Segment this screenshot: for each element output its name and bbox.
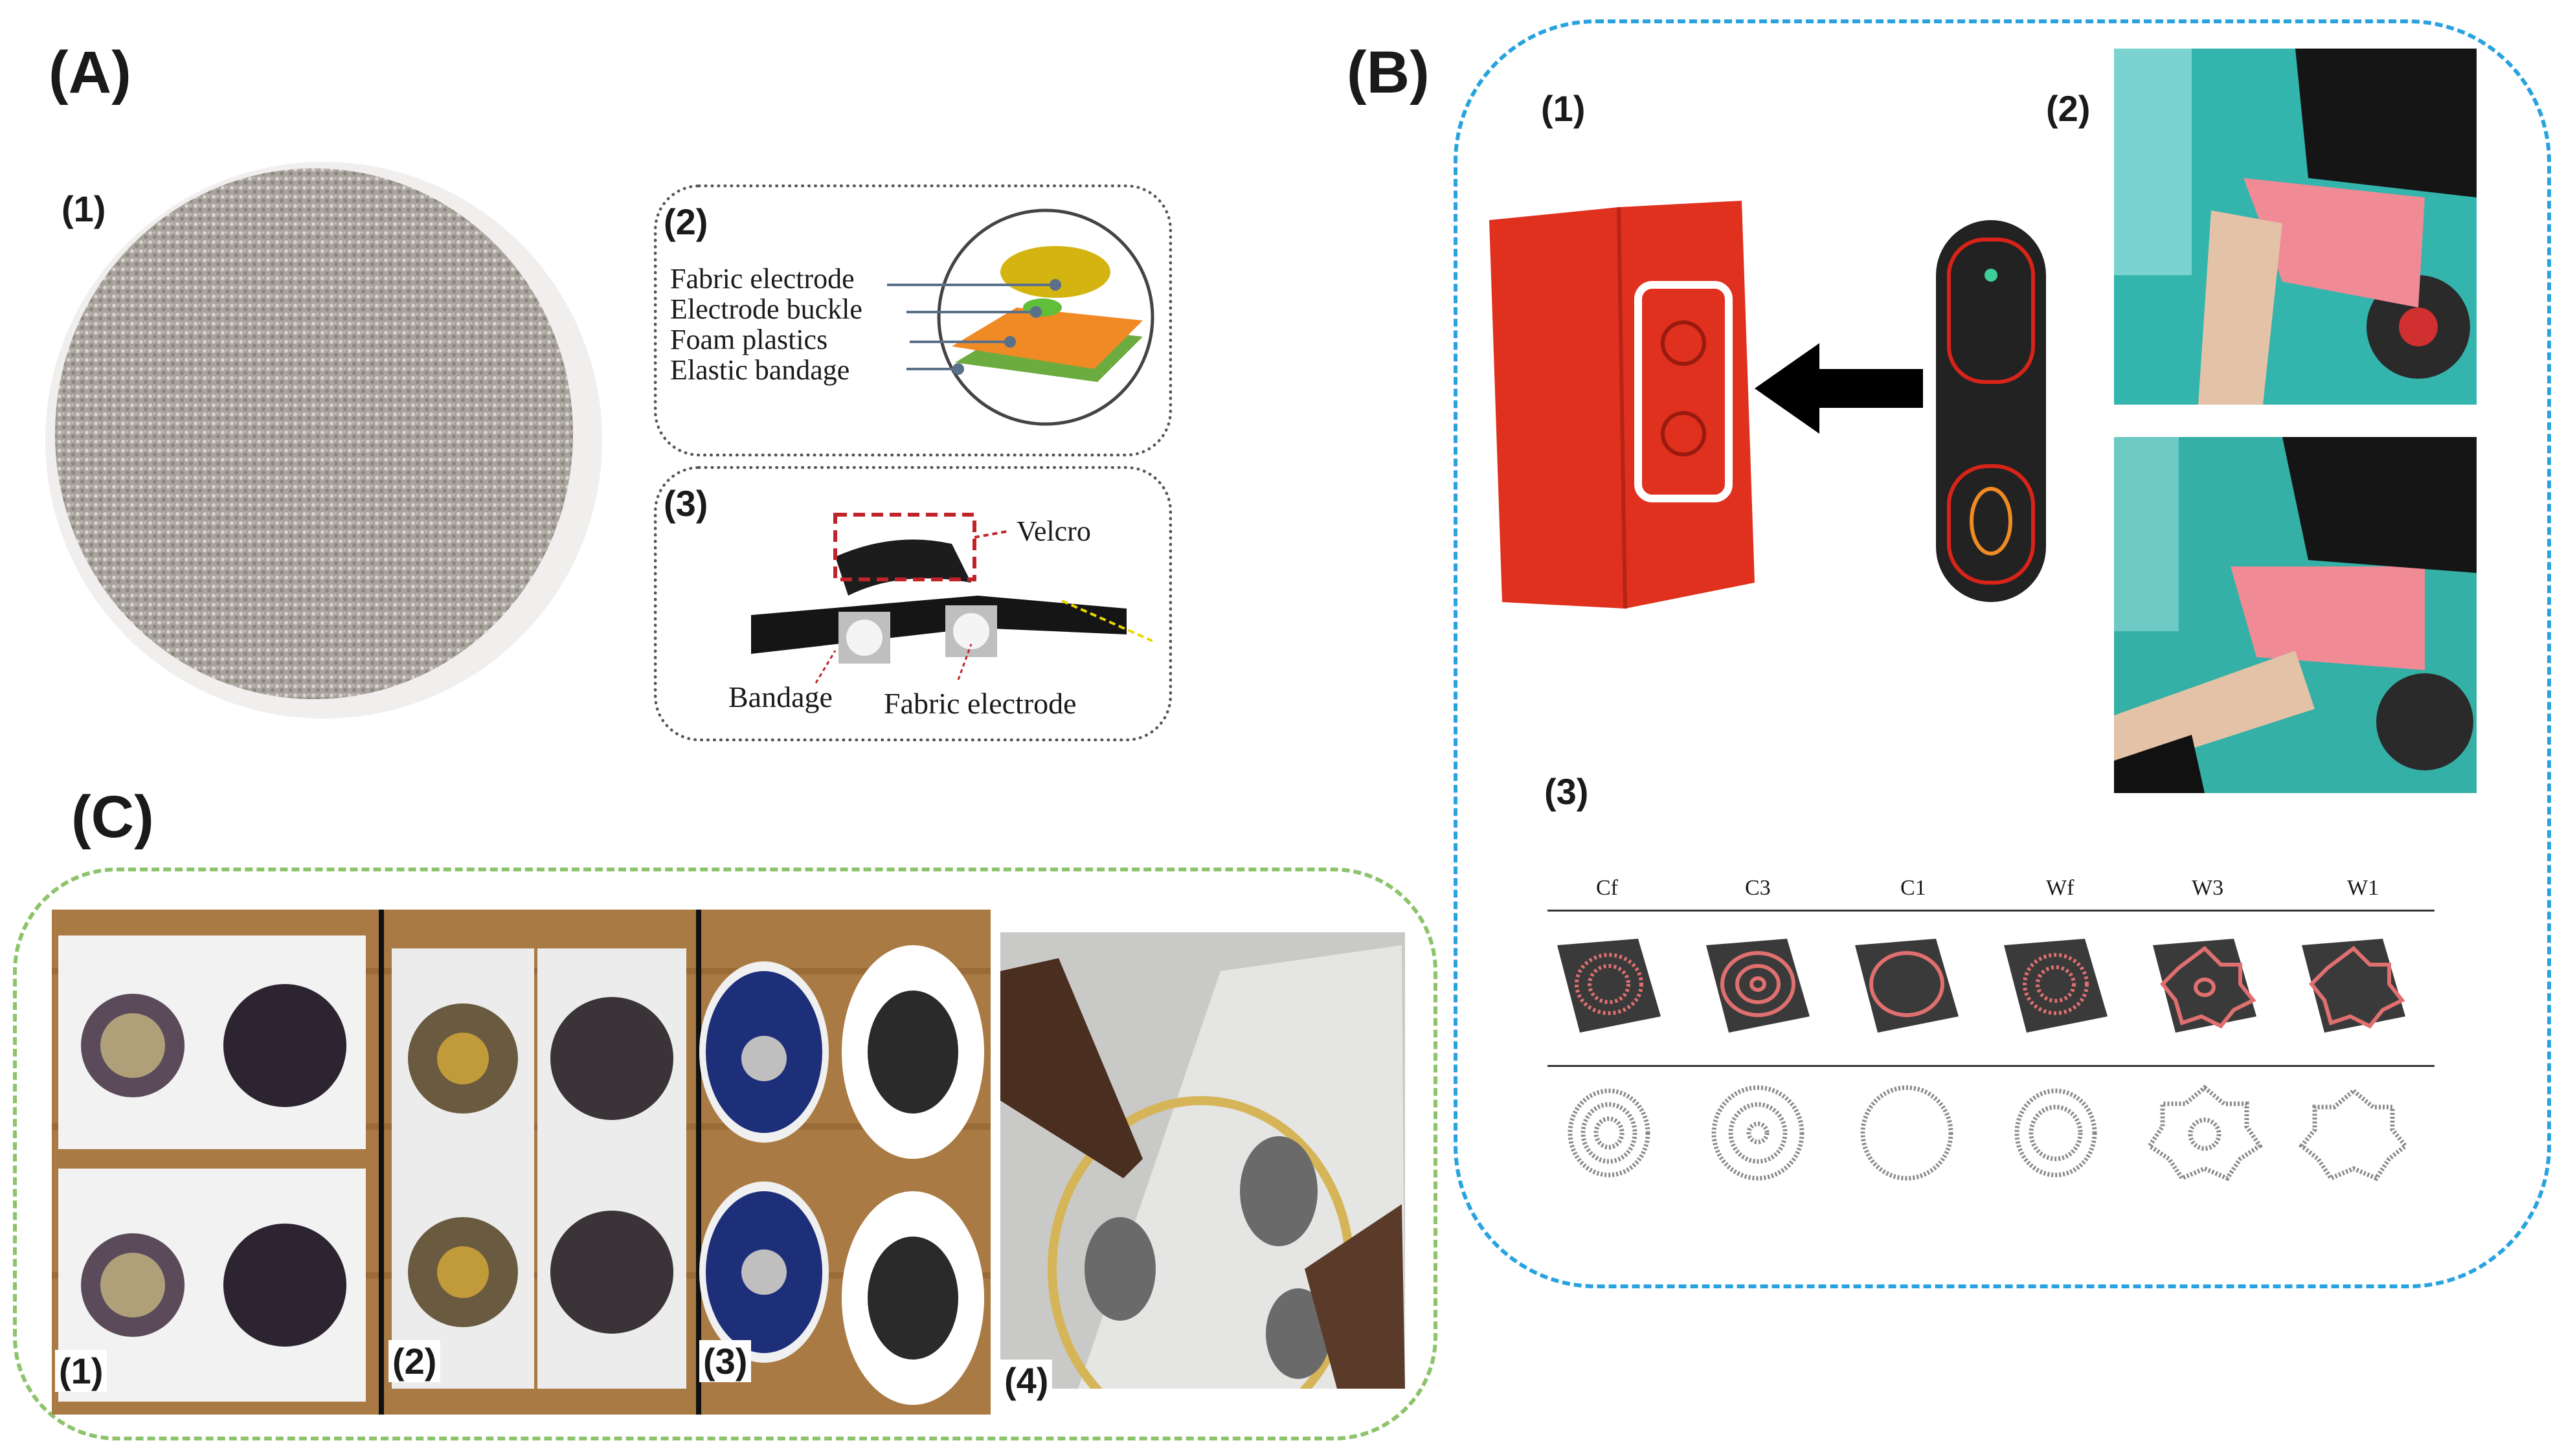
- electrode-layer-diagram: [937, 208, 1154, 426]
- panel-b2-label: (2): [2046, 88, 2091, 129]
- column-header-c1: C1: [1900, 876, 1926, 900]
- panel-b-frame: [1454, 19, 2551, 1288]
- panel-b3-label: (3): [1544, 771, 1589, 812]
- pattern-table-rule-top: [1547, 910, 2435, 912]
- leg-photo-top: [2114, 49, 2477, 405]
- panel-b-label: (B): [1347, 39, 1430, 106]
- panel-b1-label: (1): [1541, 88, 1586, 129]
- smart-bandage-photo: [1489, 201, 2046, 609]
- bandage-photo: [751, 513, 1153, 684]
- panel-c1-label: (1): [55, 1350, 107, 1392]
- sewing-electrode-photo: [1000, 932, 1405, 1389]
- panel-a3-box: [654, 466, 1172, 741]
- layer-label-electrode-buckle: Electrode buckle: [670, 293, 862, 325]
- column-header-w3: W3: [2192, 876, 2224, 900]
- panel-c-label: (C): [71, 784, 154, 850]
- layer-leader-lines: [887, 279, 1061, 375]
- column-header-wf: Wf: [2046, 876, 2075, 900]
- column-header-cf: Cf: [1596, 876, 1618, 900]
- bandage-label: Bandage: [728, 680, 833, 713]
- panel-a2-box: [654, 185, 1172, 456]
- column-header-c3: C3: [1745, 876, 1771, 900]
- panel-a-label: (A): [49, 39, 131, 106]
- fabric-electrode-photo: [45, 162, 602, 719]
- layer-label-foam-plastics: Foam plastics: [670, 324, 828, 355]
- panel-c2-label: (2): [388, 1340, 441, 1382]
- electrode-samples-photo: [52, 910, 991, 1415]
- panel-a3-label: (3): [664, 483, 708, 524]
- pattern-2d-outlines: [1568, 1084, 2409, 1182]
- column-header-w1: W1: [2347, 876, 2379, 900]
- layer-label-elastic-bandage: Elastic bandage: [670, 354, 850, 386]
- leg-photo-bottom: [2114, 437, 2477, 793]
- velcro-label: Velcro: [1017, 515, 1091, 547]
- layer-label-fabric-electrode: Fabric electrode: [670, 263, 855, 295]
- panel-c4-label: (4): [1000, 1360, 1053, 1402]
- panel-c-frame: [13, 868, 1437, 1440]
- fabric-electrode-label: Fabric electrode: [884, 687, 1077, 720]
- panel-a1-label: (1): [62, 188, 106, 229]
- pattern-3d-renders: [1557, 939, 2405, 1033]
- panel-c3-label: (3): [699, 1340, 752, 1382]
- panel-a2-label: (2): [664, 201, 708, 242]
- pattern-table-rule-mid: [1547, 1065, 2435, 1067]
